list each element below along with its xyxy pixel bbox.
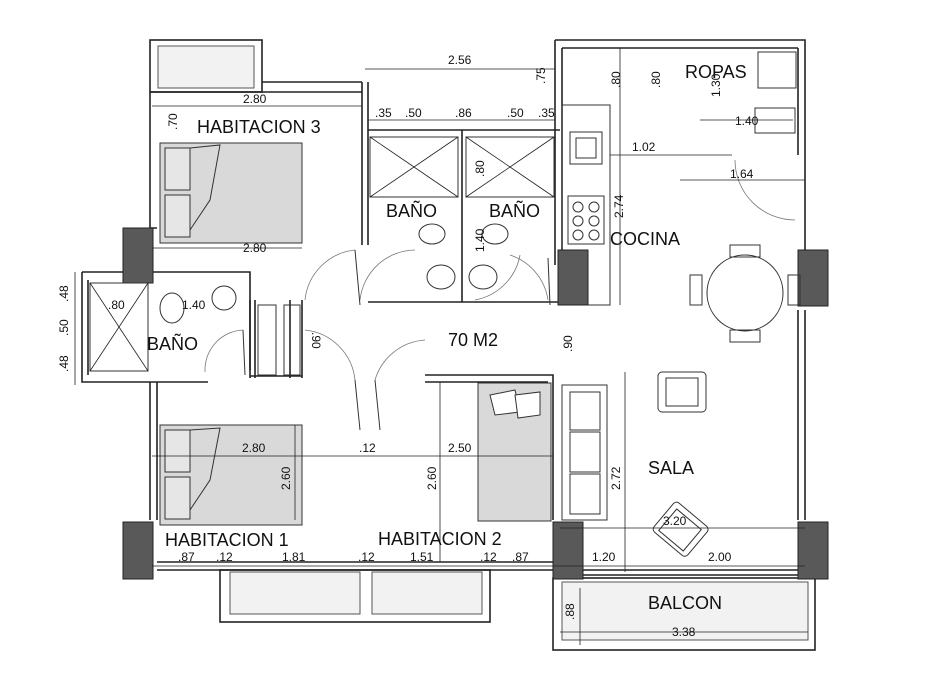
label-habitacion-1: HABITACION 1 [165, 530, 289, 550]
dim-label: .88 [563, 603, 577, 620]
dim-label: .50 [507, 106, 524, 120]
dim-label: 2.56 [448, 53, 472, 67]
dim-label: .87 [178, 550, 195, 564]
dim-label: 2.80 [242, 441, 266, 455]
kitchen-sink [569, 131, 603, 165]
room-labels: HABITACION 3 BAÑO BAÑO ROPAS COCINA BAÑO… [147, 62, 747, 613]
dim-label: 3.38 [672, 625, 696, 639]
dim-label: .75 [534, 67, 548, 84]
dim-label: .12 [216, 550, 233, 564]
label-balcon: BALCON [648, 593, 722, 613]
dim-label: 2.74 [612, 194, 626, 218]
label-sala: SALA [648, 458, 694, 478]
dim-label: 1.02 [632, 140, 656, 154]
dim-label: .35 [538, 106, 555, 120]
dim-label: .87 [512, 550, 529, 564]
label-bano-center-left: BAÑO [386, 200, 437, 221]
planter-left [229, 571, 361, 615]
sink [426, 264, 456, 290]
dim-label: 2.00 [708, 550, 732, 564]
dimension-lines [74, 48, 808, 645]
sink [211, 285, 237, 311]
dim-label: .70 [166, 113, 180, 130]
pillar [122, 521, 154, 580]
dim-label: 2.50 [448, 441, 472, 455]
dim-label: .90 [561, 335, 575, 352]
shower [89, 282, 149, 372]
dim-label: 1.40 [735, 114, 759, 128]
label-area: 70 M2 [448, 330, 498, 350]
dim-label: .48 [57, 285, 71, 302]
toilet [159, 292, 185, 324]
laundry-sink [754, 107, 796, 134]
pillar [797, 521, 829, 580]
armchair [657, 371, 707, 413]
shower [369, 136, 459, 198]
label-bano-center-right: BAÑO [489, 200, 540, 221]
dim-label: .50 [405, 106, 422, 120]
dim-label: .80 [609, 71, 623, 88]
pillar [552, 521, 584, 580]
pillar [122, 227, 154, 284]
dim-label: .80 [108, 298, 125, 312]
dim-label: 1.20 [592, 550, 616, 564]
walls [81, 39, 816, 651]
dim-label: 1.51 [410, 550, 434, 564]
pillar [557, 249, 589, 306]
dim-label: 1.40 [182, 298, 206, 312]
dim-label: 1.64 [730, 167, 754, 181]
planter-right [371, 571, 483, 615]
furniture [89, 51, 801, 557]
dim-label: 2.80 [243, 241, 267, 255]
pillar [797, 249, 829, 307]
dining-table [706, 254, 784, 332]
dim-label: .48 [57, 355, 71, 372]
label-cocina: COCINA [610, 229, 680, 249]
dim-label: 2.60 [279, 466, 293, 490]
armchair-rotated [652, 501, 709, 557]
dim-label: 1.81 [282, 550, 306, 564]
dim-label: .80 [649, 71, 663, 88]
toilet [418, 223, 446, 245]
dim-label: 1.40 [473, 228, 487, 252]
shower [465, 136, 555, 198]
dim-label: .12 [359, 441, 376, 455]
dim-label: .50 [57, 319, 71, 336]
dim-label: 3.20 [663, 514, 687, 528]
washer [757, 51, 797, 89]
dimension-labels: 2.56 .75 2.80 .70 .35 .50 .86 .50 .35 .8… [57, 53, 759, 639]
wardrobe [257, 304, 277, 376]
label-habitacion-3: HABITACION 3 [197, 117, 321, 137]
balcon-floor [561, 581, 809, 641]
label-ropas: ROPAS [685, 62, 747, 82]
dim-label: 2.80 [243, 92, 267, 106]
label-habitacion-2: HABITACION 2 [378, 529, 502, 549]
dim-label: .12 [480, 550, 497, 564]
dim-label: .35 [375, 106, 392, 120]
stove [567, 195, 605, 245]
planter-top [157, 45, 255, 89]
dim-label: 2.72 [609, 466, 623, 490]
doors [204, 159, 796, 431]
dim-label: 2.60 [425, 466, 439, 490]
dim-label: .90 [309, 332, 323, 349]
label-bano-left: BAÑO [147, 333, 198, 354]
sofa [561, 384, 608, 521]
toilet [481, 223, 509, 245]
dim-label: 1.30 [709, 73, 723, 97]
sink [468, 264, 498, 290]
pillars [122, 227, 829, 580]
dim-label: .12 [358, 550, 375, 564]
dim-label: .86 [455, 106, 472, 120]
dim-label: .80 [473, 160, 487, 177]
wardrobe [283, 304, 301, 376]
